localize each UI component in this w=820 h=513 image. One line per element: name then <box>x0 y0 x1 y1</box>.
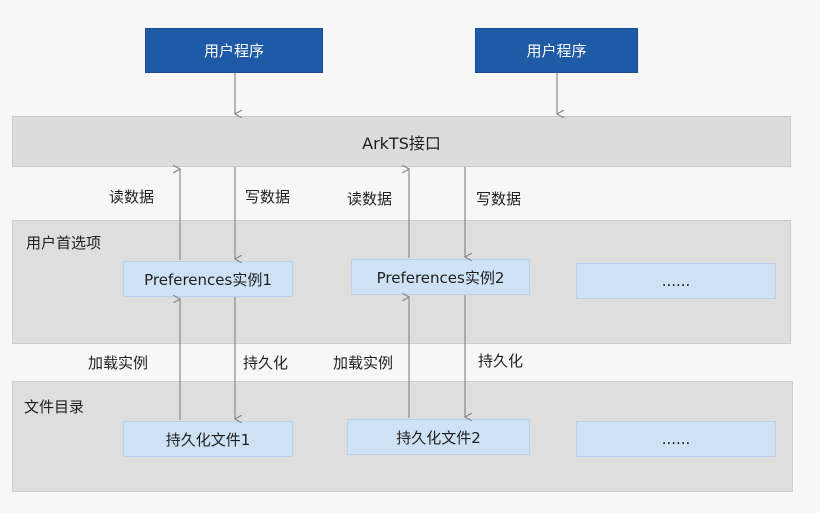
preferences-instance-2-label: Preferences实例2 <box>376 268 505 287</box>
load-instance-label-1: 加载实例 <box>88 354 149 372</box>
persist-file-1: 持久化文件1 <box>123 421 293 457</box>
user-program-label-right: 用户程序 <box>526 42 587 60</box>
user-program-box-left: 用户程序 <box>145 28 323 73</box>
user-program-label-left: 用户程序 <box>203 42 264 60</box>
write-data-label-1: 写数据 <box>245 188 291 206</box>
preferences-panel-title: 用户首选项 <box>26 234 102 252</box>
persist-label-2: 持久化 <box>478 352 524 370</box>
persist-file-2-label: 持久化文件2 <box>396 428 481 447</box>
preferences-instance-2: Preferences实例2 <box>351 259 530 295</box>
load-instance-label-2: 加载实例 <box>333 354 394 372</box>
arkts-api-label: ArkTS接口 <box>362 133 441 153</box>
files-panel-title: 文件目录 <box>24 398 85 416</box>
persist-file-2: 持久化文件2 <box>347 419 530 455</box>
persist-file-1-label: 持久化文件1 <box>165 430 251 449</box>
persist-file-more: ...... <box>576 421 776 457</box>
write-data-label-2: 写数据 <box>476 190 522 208</box>
preferences-instance-1-label: Preferences实例1 <box>144 270 272 289</box>
arkts-api-bar: ArkTS接口 <box>12 116 791 167</box>
read-data-label-2: 读数据 <box>347 190 393 208</box>
user-program-box-right: 用户程序 <box>475 28 638 73</box>
preferences-instance-more: ...... <box>576 263 776 299</box>
read-data-label-1: 读数据 <box>109 188 155 206</box>
persist-file-more-label: ...... <box>661 430 691 448</box>
preferences-instance-more-label: ...... <box>661 272 691 290</box>
preferences-instance-1: Preferences实例1 <box>123 261 293 297</box>
persist-label-1: 持久化 <box>243 354 289 372</box>
